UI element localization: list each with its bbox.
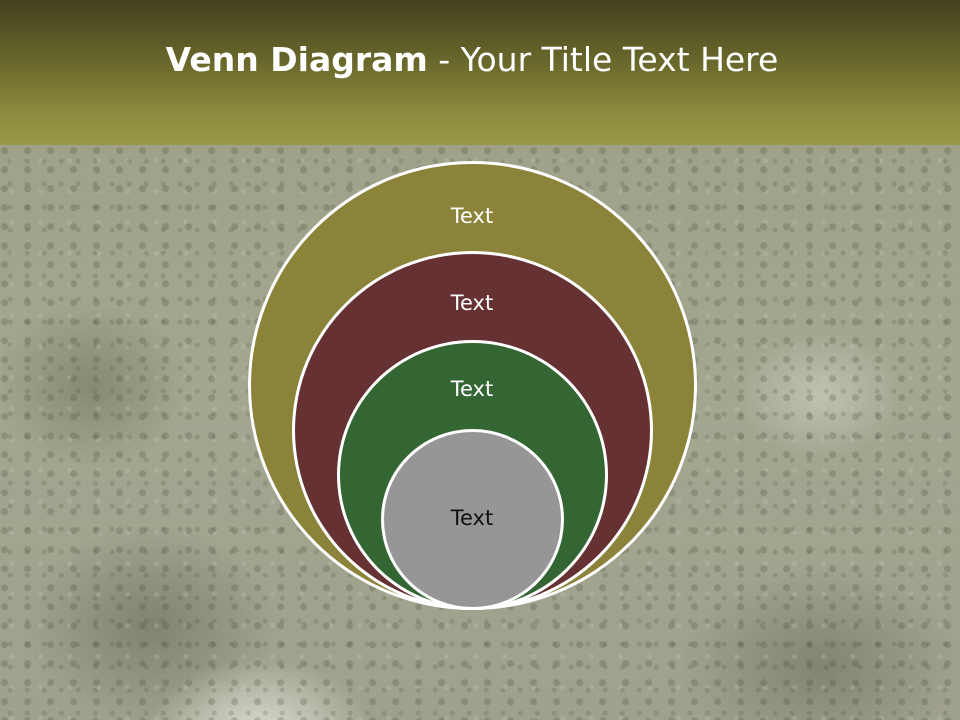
slide-title-rest: - Your Title Text Here: [427, 40, 779, 79]
venn-label-third: Text: [450, 377, 494, 401]
venn-label-inner: Text: [450, 506, 494, 530]
venn-circle-inner: [381, 429, 564, 610]
venn-label-outer: Text: [450, 204, 494, 228]
slide-title: Venn Diagram - Your Title Text Here: [0, 40, 944, 79]
slide-title-bold: Venn Diagram: [165, 40, 428, 79]
title-banner: [0, 0, 960, 145]
venn-label-second: Text: [450, 291, 494, 315]
